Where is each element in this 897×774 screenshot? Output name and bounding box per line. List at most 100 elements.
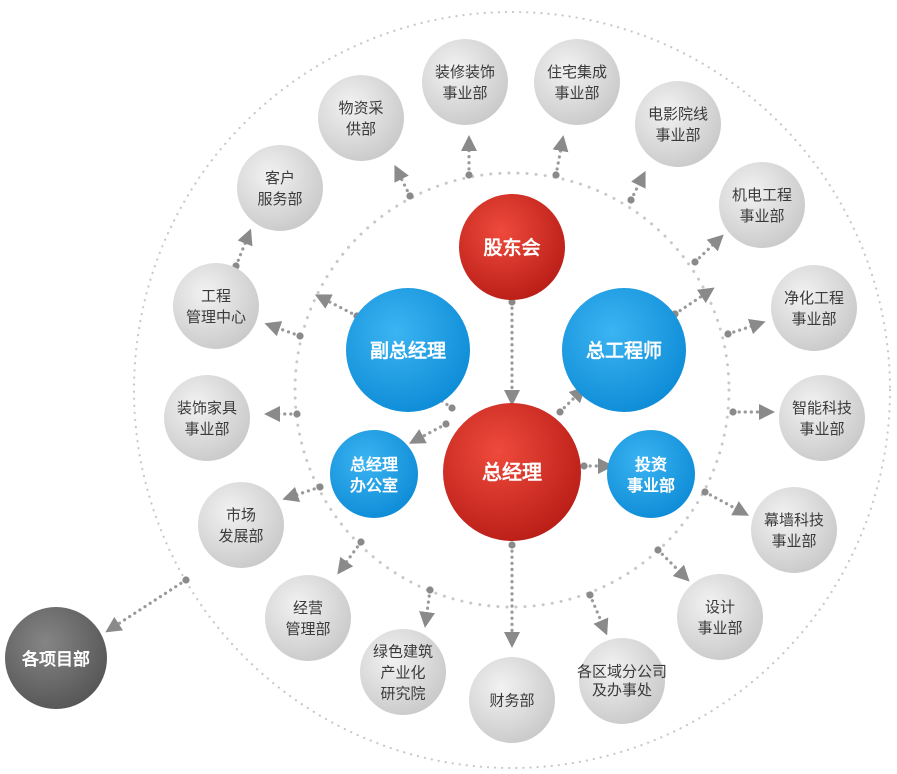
arrow-gm-to-chief-engineer — [558, 386, 586, 414]
dept-label-design-line2: 事业部 — [697, 619, 742, 637]
chief-engineer-label: 总工程师 — [586, 339, 662, 362]
arrow-to-green-building-origin-dot — [426, 586, 434, 594]
arrow-shareholders-to-gm-origin-dot — [508, 298, 516, 306]
dept-label-housing-line2: 事业部 — [554, 84, 599, 102]
arrow-to-decoration-origin-dot — [465, 171, 473, 179]
arrow-to-mechanical — [693, 234, 724, 264]
arrow-gm-to-investment-origin-dot — [580, 462, 588, 470]
arrow-to-furniture-origin-dot — [293, 410, 301, 418]
arrow-to-purification-origin-dot — [724, 330, 732, 338]
arrow-to-housing-origin-dot — [552, 171, 560, 179]
dept-label-regional-line2: 及办事处 — [592, 681, 652, 699]
investment-label-line1: 投资 — [635, 455, 667, 474]
dept-label-purification-line1: 净化工程 — [784, 289, 844, 307]
investment-node[interactable]: 投资 事业部 — [607, 430, 695, 518]
arrow-to-green-building — [419, 588, 435, 628]
gm-office-label-line1: 总经理 — [350, 455, 398, 474]
arrow-to-mechanical-origin-dot — [691, 258, 699, 266]
dept-label-green-building-line1: 绿色建筑 — [373, 642, 433, 660]
arrow-to-design — [656, 548, 690, 582]
arrow-to-purification — [726, 318, 766, 336]
dept-label-smart-tech-line1: 智能科技 — [792, 399, 852, 417]
dept-label-engineering-mgmt-line1: 工程 — [201, 287, 231, 305]
gm-office-label-line2: 办公室 — [350, 476, 398, 495]
arrow-to-market — [282, 485, 322, 503]
project-dept-label: 各项目部 — [21, 649, 90, 670]
arrow-to-customer-service — [234, 228, 253, 268]
deputy-gm-label: 副总经理 — [370, 339, 446, 362]
dept-label-housing-line1: 住宅集成 — [547, 63, 607, 81]
project-dept-node[interactable]: 各项目部 — [5, 607, 107, 709]
arrow-to-chief-from-ring — [673, 287, 715, 316]
arrow-gm-to-office-origin-dot — [442, 420, 450, 428]
arrow-to-project-dept-origin-dot — [182, 576, 190, 584]
arrow-ring-to-engineering-origin-dot — [296, 332, 304, 340]
dept-label-operations-line1: 经营 — [293, 599, 323, 617]
dept-label-purification-line2: 事业部 — [791, 310, 836, 328]
connector-arrows — [105, 135, 775, 648]
arrow-to-procurement — [394, 164, 412, 198]
dept-label-market-line1: 市场 — [226, 506, 256, 524]
arrow-to-regional — [588, 593, 609, 636]
arrow-to-regional-origin-dot — [586, 591, 594, 599]
inner-dotted-ring — [293, 171, 731, 609]
dept-label-procurement-line1: 物资采 — [338, 99, 383, 117]
arrow-gm-to-chief-engineer-origin-dot — [556, 408, 564, 416]
arrow-to-market-origin-dot — [316, 483, 324, 491]
dept-node-finance[interactable]: 财务部 — [469, 657, 555, 743]
arrow-to-cinema — [629, 170, 646, 202]
arrow-to-project-dept — [105, 578, 188, 633]
dept-label-engineering-mgmt-line2: 管理中心 — [186, 308, 246, 326]
general-manager-label: 总经理 — [482, 460, 542, 484]
arrow-to-operations-origin-dot — [357, 538, 365, 546]
chief-engineer-node[interactable]: 总工程师 — [562, 288, 686, 412]
arrow-to-curtain-wall-origin-dot — [701, 488, 709, 496]
gm-office-node[interactable]: 总经理 办公室 — [330, 430, 418, 518]
dept-label-customer-service-line1: 客户 — [265, 169, 295, 187]
outer-dotted-ring — [132, 10, 892, 770]
dept-label-curtain-wall-line1: 幕墙科技 — [764, 511, 824, 529]
dept-label-customer-service-line2: 服务部 — [257, 190, 302, 208]
dept-label-operations-line2: 管理部 — [285, 620, 330, 638]
arrow-to-curtain-wall — [703, 490, 750, 516]
dept-label-smart-tech-line2: 事业部 — [799, 420, 844, 438]
deputy-gm-node[interactable]: 副总经理 — [346, 288, 470, 412]
dept-label-cinema-line2: 事业部 — [655, 126, 700, 144]
dept-label-green-building-line2: 产业化 — [380, 663, 425, 681]
dept-label-green-building-line3: 研究院 — [380, 684, 425, 702]
arrow-to-operations — [337, 540, 363, 575]
dept-label-curtain-wall-line2: 事业部 — [771, 532, 816, 550]
dept-label-furniture-line2: 事业部 — [184, 420, 229, 438]
arrow-to-design-origin-dot — [654, 546, 662, 554]
arrow-to-housing — [552, 135, 569, 177]
dept-label-design-line1: 设计 — [705, 598, 735, 616]
dept-label-mechanical-line2: 事业部 — [739, 207, 784, 225]
general-manager-node[interactable]: 总经理 — [443, 403, 581, 541]
department-nodes: 装修装饰事业部住宅集成事业部电影院线事业部机电工程事业部净化工程事业部智能科技事… — [164, 39, 865, 743]
arrow-to-procurement-origin-dot — [406, 192, 414, 200]
dept-label-decoration-line1: 装修装饰 — [435, 63, 495, 81]
investment-label-line2: 事业部 — [627, 476, 675, 495]
arrow-to-engineering-mgmt — [314, 294, 359, 318]
arrow-to-cinema-origin-dot — [627, 196, 635, 204]
dept-label-regional-line1: 各区域分公司 — [577, 662, 667, 680]
shareholders-label: 股东会 — [483, 236, 540, 259]
arrow-ring-to-engineering — [264, 321, 302, 338]
shareholders-node[interactable]: 股东会 — [459, 194, 565, 300]
